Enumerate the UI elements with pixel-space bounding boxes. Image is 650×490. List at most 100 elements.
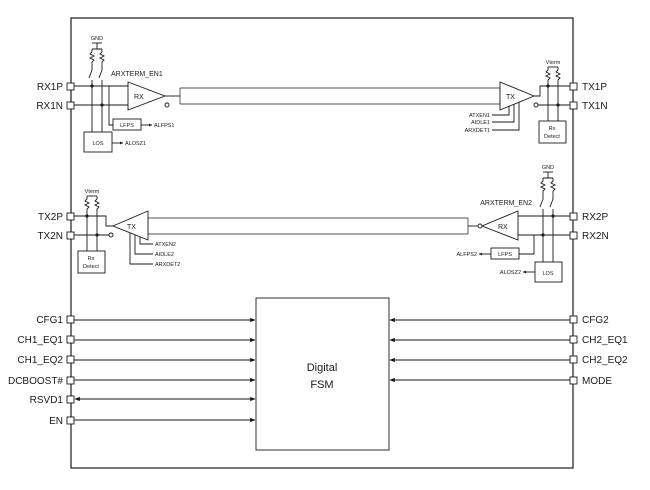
ch2-tx-out — [74, 215, 113, 236]
pin-mode-label: MODE — [582, 376, 612, 387]
ch2-los-tap — [542, 216, 554, 262]
pin-cfg2-label: CFG2 — [582, 315, 609, 326]
left-control-arrows — [74, 317, 256, 423]
ch1-term-switches — [88, 66, 103, 105]
left-pins: RX1P RX1N TX2P TX2N CFG1 CH1_EQ1 CH1_EQ2… — [8, 82, 75, 427]
ch1-lfps-tap — [108, 86, 113, 126]
digital-fsm-block — [255, 297, 390, 451]
ch1-rx-invert-bubble — [164, 102, 170, 108]
pin-rx2p-pad — [569, 212, 578, 221]
ch1-vterm-resistors — [544, 67, 562, 105]
ch1-gnd-label: GND — [91, 36, 103, 42]
pin-cfg2-pad — [569, 315, 578, 324]
pin-rsvd1-label: RSVD1 — [30, 395, 64, 406]
channel-2: GND ARXTERM_EN2 RX LFPS ALFPS2 LOS ALOSZ… — [74, 165, 570, 283]
ch1-tx-label: TX — [506, 94, 515, 101]
ch2-rx-invert-bubble — [477, 223, 483, 229]
ch1-arxterm-label: ARXTERM_EN1 — [111, 71, 163, 78]
ch1-rx-detect-line2: Detect — [544, 134, 560, 140]
pin-tx2n-label: TX2N — [37, 231, 63, 242]
ch2-rx-label: RX — [498, 224, 508, 231]
pin-ch1-eq2-pad — [66, 355, 75, 364]
pin-ch1-eq2-label: CH1_EQ2 — [17, 355, 63, 366]
pin-tx2p-label: TX2P — [38, 212, 63, 223]
ch2-tx-label: TX — [127, 224, 136, 231]
ch2-vterm-resistors — [83, 196, 101, 235]
ch1-rxdet-lines — [547, 86, 559, 121]
pin-ch1-eq1-pad — [66, 335, 75, 344]
pin-tx1n-pad — [569, 101, 578, 110]
pin-cfg1-pad — [66, 315, 75, 324]
ch1-rx-amplifier — [127, 81, 167, 111]
ch2-rxdet-lines — [86, 216, 98, 251]
ch2-los-label: LOS — [542, 271, 553, 277]
ch2-rx-detect-box — [77, 250, 106, 274]
pin-cfg1-label: CFG1 — [36, 315, 63, 326]
chip-outline — [70, 17, 574, 469]
pin-en-label: EN — [49, 416, 63, 427]
pin-dcboost-label: DCBOOST# — [8, 376, 63, 387]
pin-mode-pad — [569, 376, 578, 385]
channel-1: GND ARXTERM_EN1 RX LFPS ALFPS1 LOS ALOSZ… — [74, 36, 570, 153]
ch1-tx-invert-bubble — [533, 102, 539, 108]
pin-rx1p-pad — [66, 82, 75, 91]
pin-rx2n-label: RX2N — [582, 231, 609, 242]
ch2-lfps-tap — [519, 235, 535, 255]
right-pins: TX1P TX1N RX2P RX2N CFG2 CH2_EQ1 CH2_EQ2… — [569, 82, 628, 387]
ch2-term-switches — [539, 195, 554, 235]
ch2-aidle-label: AIDLE2 — [155, 252, 174, 258]
ch1-rx-detect-box — [538, 120, 567, 144]
ch2-atxen-label: ATXEN2 — [155, 242, 176, 248]
pin-tx1p-pad — [569, 82, 578, 91]
ch1-arxdet-label: ARXDET1 — [465, 128, 490, 134]
ch2-term-resistors — [539, 177, 557, 195]
ch2-gnd-label: GND — [542, 165, 554, 171]
pin-tx1p-label: TX1P — [582, 82, 607, 93]
pin-rx1n-label: RX1N — [36, 101, 63, 112]
ch1-term-resistors — [88, 48, 106, 66]
ch2-alos-label: ALOSZ2 — [500, 270, 521, 276]
ch1-vterm-label: Vterm — [546, 60, 561, 66]
ch1-tx-control-lines — [492, 102, 520, 131]
pin-dcboost-pad — [66, 376, 75, 385]
pin-ch2-eq1-label: CH2_EQ1 — [582, 335, 628, 346]
pin-rx1n-pad — [66, 101, 75, 110]
pin-rx2n-pad — [569, 231, 578, 240]
ch2-tx-amplifier — [111, 210, 149, 241]
ch2-vterm-label: Vterm — [85, 189, 100, 195]
ch1-alfps-label: ALFPS1 — [154, 123, 174, 129]
ch2-tx-control-lines — [129, 233, 153, 265]
ch1-alos-label: ALOSZ1 — [125, 141, 146, 147]
pin-rx1p-label: RX1P — [37, 82, 63, 93]
ch1-los-box — [83, 131, 113, 153]
fsm-label-line1: Digital — [307, 362, 338, 374]
ch2-lfps-label: LFPS — [498, 252, 512, 258]
ch1-los-label: LOS — [92, 141, 103, 147]
ch2-alfps-label: ALFPS2 — [457, 252, 477, 258]
pin-tx2n-pad — [66, 231, 75, 240]
pin-rx2p-label: RX2P — [582, 212, 608, 223]
ch2-arxdet-label: ARXDET2 — [155, 262, 180, 268]
ch1-aidle-label: AIDLE1 — [471, 120, 490, 126]
ch2-rx-detect-line2: Detect — [83, 264, 99, 270]
ch1-tx-out — [534, 85, 570, 106]
ch2-rx-detect-line1: Rx — [88, 256, 95, 262]
pin-rsvd1-pad — [66, 395, 75, 404]
pin-en-pad — [66, 416, 75, 425]
ch1-rx-detect-line1: Rx — [549, 126, 556, 132]
pin-ch2-eq2-pad — [569, 355, 578, 364]
ch2-tx-invert-bubble — [108, 232, 114, 238]
ch2-arxterm-label: ARXTERM_EN2 — [480, 200, 532, 207]
ch1-lfps-label: LFPS — [120, 123, 134, 129]
pin-tx2p-pad — [66, 212, 75, 221]
ch1-tx-amplifier — [499, 81, 536, 111]
pin-ch2-eq2-label: CH2_EQ2 — [582, 355, 628, 366]
fsm-label-line2: FSM — [310, 379, 333, 391]
pin-ch2-eq1-pad — [569, 335, 578, 344]
right-control-arrows — [389, 317, 570, 383]
pin-tx1n-label: TX1N — [582, 101, 608, 112]
ch1-atxen-label: ATXEN1 — [469, 113, 490, 119]
ch2-lfps-box — [490, 247, 520, 260]
ch1-lfps-box — [112, 118, 142, 131]
